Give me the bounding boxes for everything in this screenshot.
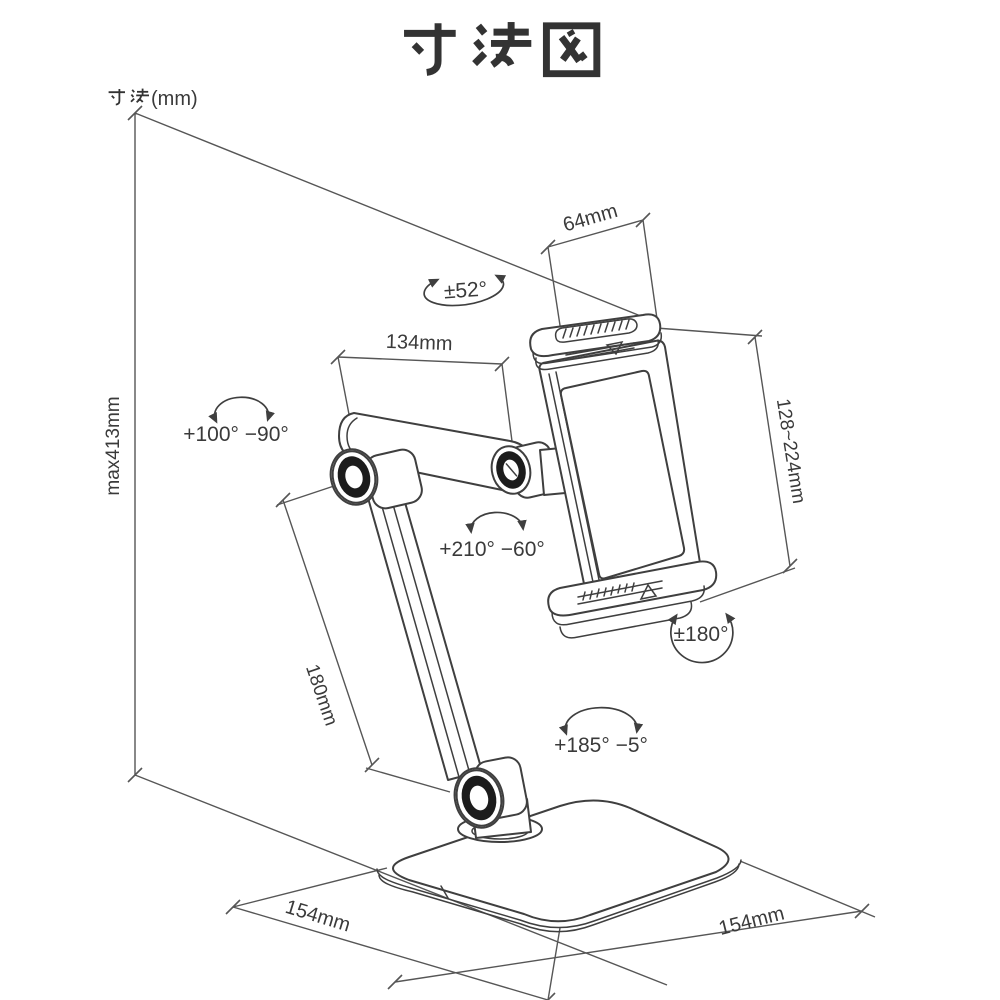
holder-swivel-arrow (667, 612, 736, 664)
label-holder-height-range: 128~224mm (772, 397, 809, 505)
label-base-joint-rotation: +185° −5° (554, 734, 648, 757)
right-joint (490, 445, 532, 495)
top-jaw-grip-ridges (562, 319, 630, 339)
rotation-arrows (208, 274, 736, 736)
label-holder-tilt: ±52° (443, 278, 488, 304)
top-clamp-jaw (529, 313, 663, 371)
holder-tilt-arrow (423, 274, 507, 307)
top-jaw-arrow-icon (605, 340, 624, 356)
bottom-jaw-arrow-icon (639, 583, 658, 601)
bottom-clamp-jaw (547, 560, 718, 639)
dimension-ticks (127, 105, 870, 1000)
upper-arm-rotation-arrow (208, 396, 275, 424)
left-joint (329, 448, 379, 506)
label-elbow-rotation: +210° −60° (439, 538, 545, 561)
elbow-rotation-arrow (465, 511, 527, 534)
base-joint-rotation-arrow (558, 706, 644, 736)
unit-label-suffix: (mm) (151, 88, 198, 110)
label-lower-arm-length: 180mm (301, 662, 341, 729)
tablet-holder (529, 313, 718, 639)
dimension-lines (127, 105, 876, 1000)
label-max-height: max413mm (103, 396, 124, 495)
label-holder-width: 64mm (561, 200, 620, 236)
unit-label: (mm) (107, 87, 198, 110)
lower-arm (367, 491, 483, 781)
holder-screen (559, 369, 686, 580)
label-holder-swivel: ±180° (674, 623, 729, 646)
stand-structure (329, 313, 742, 933)
bottom-jaw-grip-ridges (582, 582, 635, 601)
label-upper-arm-length: 134mm (385, 331, 452, 355)
page-title (404, 22, 597, 74)
base-plate (376, 799, 742, 933)
label-base-depth: 154mm (283, 896, 353, 937)
label-base-width: 154mm (717, 902, 787, 939)
label-upper-arm-rotation: +100° −90° (183, 423, 289, 446)
bottom-joint (453, 767, 505, 829)
